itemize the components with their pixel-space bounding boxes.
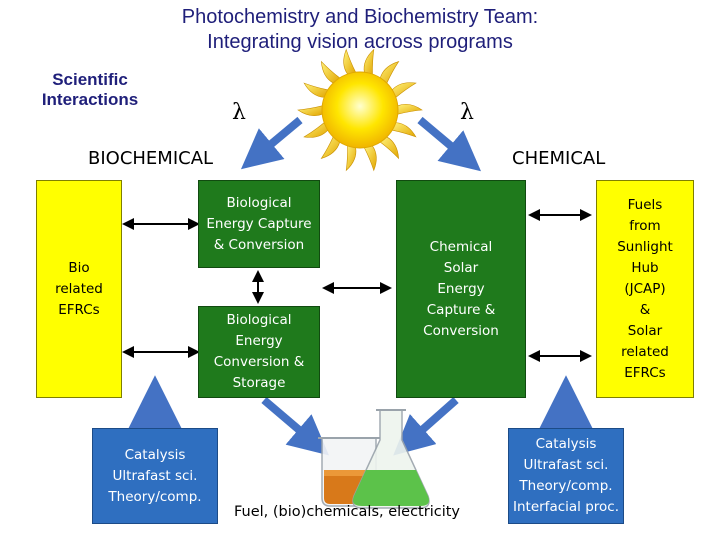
biochemical-heading: BIOCHEMICAL	[88, 148, 214, 169]
sun-ray	[303, 122, 329, 138]
sun-ray	[303, 82, 329, 98]
arrow-bio-to-products	[261, 396, 329, 456]
catalysis-right-box: Catalysis Ultrafast sci. Theory/comp. In…	[508, 428, 624, 524]
title-line-1: Photochemistry and Biochemistry Team:	[181, 6, 539, 28]
sun-ray	[379, 60, 400, 84]
sun-ray	[379, 136, 400, 160]
sun-ray	[391, 82, 417, 98]
chemical-heading: CHEMICAL	[512, 148, 606, 169]
sun-icon	[297, 48, 423, 172]
biological-energy-capture-box: Biological Energy Capture & Conversion	[198, 180, 320, 268]
beaker-flask-icon	[318, 409, 430, 509]
sun-ray	[297, 105, 323, 117]
arrow-sun-to-biochemical	[240, 116, 303, 170]
title-line-2: Integrating vision across programs	[207, 31, 513, 53]
sun-ray	[320, 136, 341, 160]
biological-energy-storage-box: Biological Energy Conversion & Storage	[198, 306, 320, 398]
sun-ray	[320, 60, 341, 84]
arrow-sun-to-chemical	[417, 116, 482, 172]
sun-ray	[345, 145, 357, 172]
bio-related-efrcs-box: Bio related EFRCs	[36, 180, 122, 398]
sun-ray	[397, 103, 423, 115]
catalysis-left-box: Catalysis Ultrafast sci. Theory/comp.	[92, 428, 218, 524]
lambda-right: λ	[460, 100, 474, 125]
fuels-from-sunlight-hub-box: Fuels from Sunlight Hub (JCAP) & Solar r…	[596, 180, 694, 398]
lambda-left: λ	[232, 100, 246, 125]
output-caption: Fuel, (bio)chemicals, electricity	[234, 504, 461, 520]
sun-ray	[391, 122, 417, 138]
chemical-solar-energy-box: Chemical Solar Energy Capture & Conversi…	[396, 180, 526, 398]
scientific-interactions-label: Scientific Interactions	[41, 70, 139, 109]
arrow-chem-to-products	[393, 397, 459, 456]
sun-ray	[363, 145, 377, 172]
